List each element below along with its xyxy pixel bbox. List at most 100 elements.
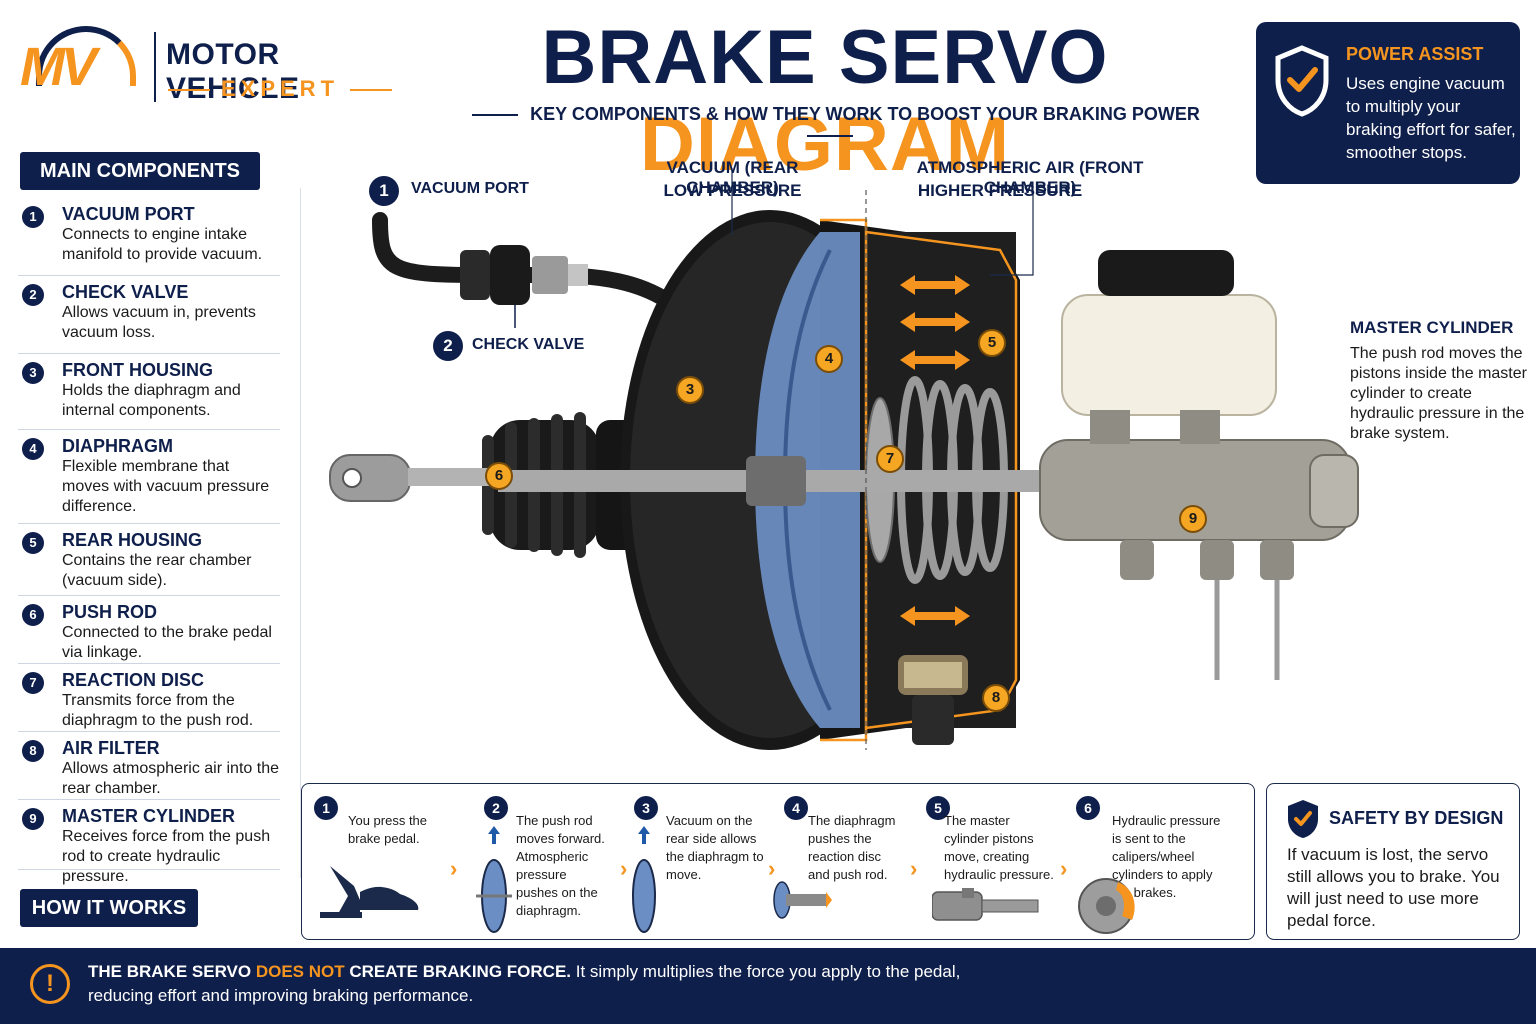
component-desc: Transmits force from the diaphragm to th… [62, 692, 254, 729]
reservoir-cap [1098, 250, 1234, 296]
brand-logo: MV MOTOR VEHICLE EXPERT [14, 18, 394, 108]
chevron-right-icon: › [910, 856, 918, 881]
safety-box: SAFETY BY DESIGN If vacuum is lost, the … [1266, 783, 1520, 940]
how-it-works-steps: 1 You press the brake pedal. › 2 The pus… [301, 783, 1255, 940]
vacuum-port-label: VACUUM PORT [411, 180, 529, 197]
shield-check-icon [1275, 45, 1329, 117]
power-assist-text: Uses engine vacuum to multiply your brak… [1346, 74, 1516, 162]
component-name: MASTER CYLINDER [62, 806, 236, 826]
step-6: 6 Hydraulic pressure is sent to the cali… [1066, 784, 1256, 939]
power-assist-box: POWER ASSIST Uses engine vacuum to multi… [1256, 22, 1520, 184]
reaction-disc-icon [773, 881, 832, 919]
step-number: 3 [634, 796, 658, 820]
component-name: FRONT HOUSING [62, 360, 213, 380]
master-cylinder-text: The push rod moves the pistons inside th… [1350, 345, 1527, 442]
component-name: VACUUM PORT [62, 204, 195, 224]
brand-name: MOTOR VEHICLE [166, 38, 300, 105]
page-title: BRAKE SERVO DIAGRAM [541, 15, 1109, 187]
brake-pedal-icon [320, 866, 419, 918]
master-cylinder-title: MASTER CYLINDER [1350, 318, 1514, 337]
step-text: You press the brake pedal. [348, 813, 428, 846]
step-number: 6 [1076, 796, 1100, 820]
master-cylinder-icon [932, 888, 1039, 921]
sidebar-divider [300, 188, 301, 878]
component-number: 3 [22, 362, 44, 384]
component-name: PUSH ROD [62, 602, 158, 622]
step-1: 1 You press the brake pedal. › [302, 784, 457, 939]
component-name: REAR HOUSING [62, 530, 203, 550]
step-number: 1 [314, 796, 338, 820]
step-5: 5 The master cylinder pistons move, crea… [914, 784, 1067, 939]
callout-2: 2 [433, 331, 463, 361]
step-number: 4 [784, 796, 808, 820]
chevron-right-icon: › [620, 856, 628, 881]
step-text: The diaphragm pushes the reaction disc a… [808, 813, 896, 882]
front-chamber-title: ATMOSPHERIC AIR (FRONT CHAMBER) [916, 158, 1144, 197]
component-desc: Flexible membrane that moves with vacuum… [62, 458, 270, 515]
front-chamber-sub: HIGHER PRESSURE [917, 181, 1083, 200]
callout-8: 8 [982, 684, 1010, 712]
component-number: 2 [22, 284, 44, 306]
component-desc: Holds the diaphragm and internal compone… [62, 382, 241, 419]
component-desc: Connects to engine intake manifold to pr… [62, 226, 263, 263]
callout-6: 6 [485, 462, 513, 490]
power-assist-title: POWER ASSIST [1346, 44, 1484, 64]
chevron-right-icon: › [768, 856, 776, 881]
step-number: 5 [926, 796, 950, 820]
diaphragm-icon [476, 826, 512, 933]
logo-mark: MV [20, 37, 97, 97]
step-4: 4 The diaphragm pushes the reaction disc… [768, 784, 917, 939]
air-filter [898, 655, 968, 745]
component-name: CHECK VALVE [62, 282, 189, 302]
safety-text: If vacuum is lost, the servo still allow… [1287, 845, 1500, 930]
diaphragm-icon [632, 826, 656, 933]
component-desc: Allows vacuum in, prevents vacuum loss. [62, 304, 256, 341]
callout-7: 7 [876, 445, 904, 473]
logo-divider [154, 32, 156, 102]
how-it-works-header: HOW IT WORKS [20, 889, 198, 927]
component-desc: Connected to the brake pedal via linkage… [62, 624, 272, 661]
component-number: 8 [22, 740, 44, 762]
component-desc: Receives force from the push rod to crea… [62, 828, 271, 885]
component-number: 1 [22, 206, 44, 228]
component-name: REACTION DISC [62, 670, 205, 690]
page-subtitle: KEY COMPONENTS & HOW THEY WORK TO BOOST … [450, 104, 1210, 146]
component-number: 9 [22, 808, 44, 830]
callout-9: 9 [1179, 505, 1207, 533]
component-number: 6 [22, 604, 44, 626]
callout-1: 1 [369, 176, 399, 206]
footer-banner: ! THE BRAKE SERVO DOES NOT CREATE BRAKIN… [0, 948, 1536, 1024]
component-name: AIR FILTER [62, 738, 160, 758]
footer-line-2: reducing effort and improving braking pe… [88, 986, 474, 1005]
check-valve-label: CHECK VALVE [472, 336, 585, 353]
rear-chamber-title: VACUUM (REAR CHAMBER) [666, 158, 799, 197]
safety-title: SAFETY BY DESIGN [1329, 808, 1504, 828]
check-valve [460, 245, 588, 305]
step-text: Vacuum on the rear side allows the diaph… [666, 813, 764, 882]
chevron-right-icon: › [1060, 856, 1068, 881]
shield-check-icon [1288, 800, 1318, 838]
step-2: 2 The push rod moves forward. Atmospheri… [462, 784, 627, 939]
footer-line-1: THE BRAKE SERVO DOES NOT CREATE BRAKING … [88, 962, 961, 981]
brand-subname: EXPERT [166, 76, 394, 102]
step-text: The push rod moves forward. Atmospheric … [516, 813, 605, 918]
component-desc: Allows atmospheric air into the rear cha… [62, 760, 279, 797]
component-desc: Contains the rear chamber (vacuum side). [62, 552, 252, 589]
step-3: 3 Vacuum on the rear side allows the dia… [622, 784, 776, 939]
component-name: DIAPHRAGM [62, 436, 173, 456]
brake-servo-illustration [329, 168, 1359, 750]
step-number: 2 [484, 796, 508, 820]
chevron-right-icon: › [450, 856, 458, 881]
master-cylinder-callout: MASTER CYLINDER The push rod moves the p… [1350, 318, 1530, 444]
callout-5: 5 [978, 329, 1006, 357]
callout-3: 3 [676, 376, 704, 404]
warning-icon: ! [30, 964, 70, 1004]
brake-disc-icon [1078, 878, 1135, 934]
step-text: The master cylinder pistons move, creati… [944, 813, 1054, 882]
main-components-header: MAIN COMPONENTS [20, 152, 260, 190]
